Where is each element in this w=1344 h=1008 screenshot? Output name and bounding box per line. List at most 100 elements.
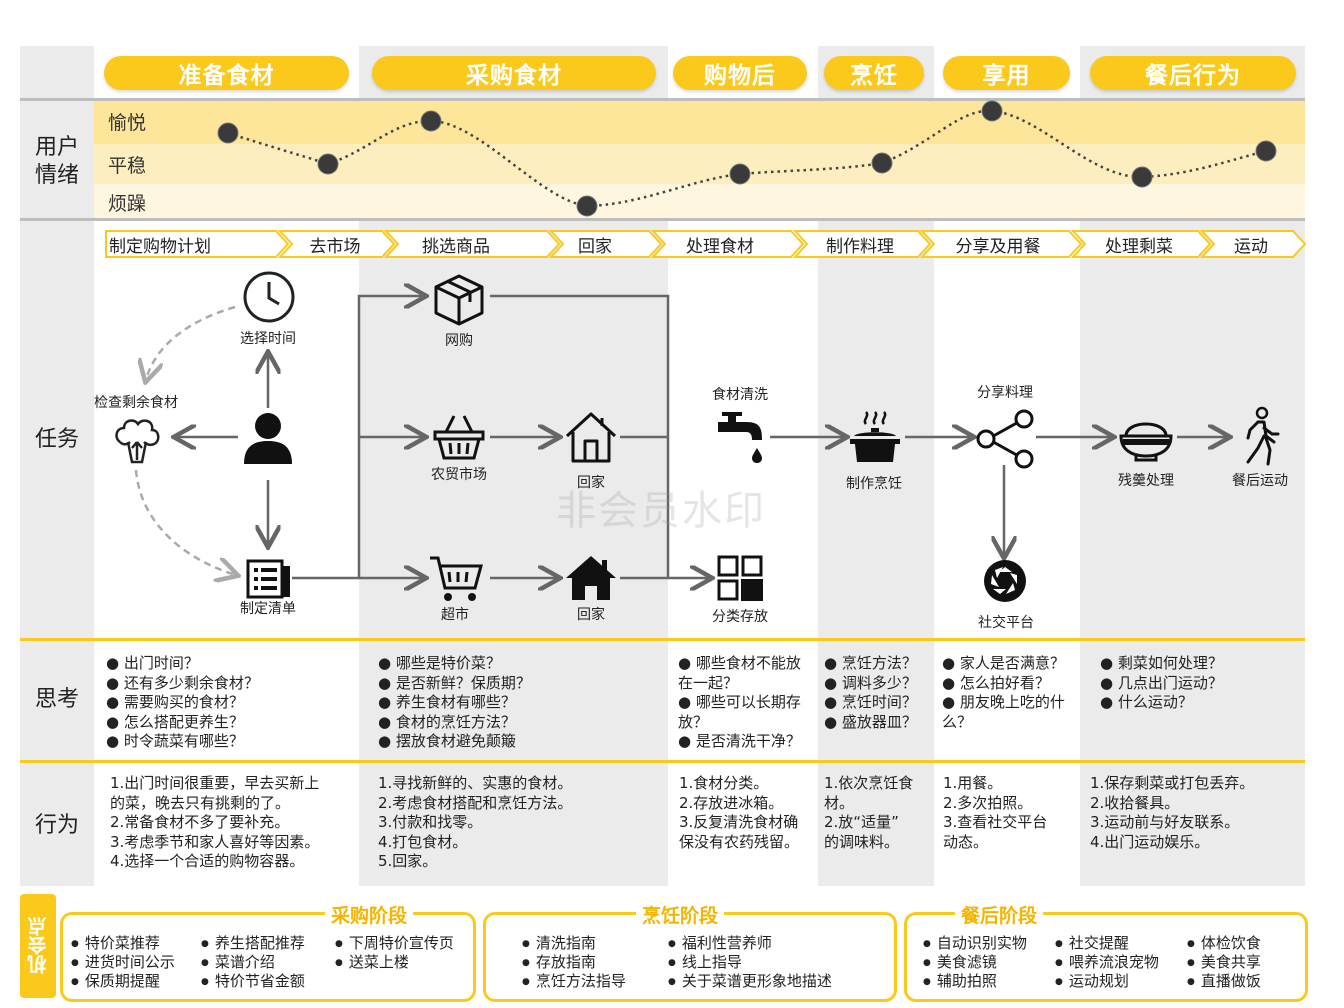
row-label-think: 思考 <box>34 687 79 712</box>
opportunity-item: 清洗指南 <box>522 932 596 953</box>
stage-enjoy: 享用 <box>943 56 1070 90</box>
opportunity-item: 保质期提醒 <box>71 970 160 991</box>
opportunity-item: 美食滤镜 <box>923 951 997 972</box>
label-sort-store: 分类存放 <box>712 609 768 625</box>
think-cooking: ● 烹饪方法？ ● 调料多少？ ● 烹饪时间？ ● 盛放器皿？ <box>824 654 917 731</box>
grid-icon <box>717 555 763 601</box>
emotion-point <box>729 163 751 185</box>
stage-cooking: 烹饪 <box>824 56 924 90</box>
emotion-point <box>576 195 598 217</box>
emotion-band-high <box>94 101 1305 144</box>
opportunity-item: 直播做饭 <box>1187 970 1261 991</box>
rice-bowl-icon <box>1119 422 1173 462</box>
opportunity-label: 机会点 <box>27 917 50 975</box>
opportunity-after-meal: 餐后阶段 自动识别实物 美食滤镜 辅助拍照 社交提醒 喂养流浪宠物 运动规划 体… <box>904 901 1308 1002</box>
share-icon <box>976 409 1034 469</box>
task-label: 挑选商品 <box>422 237 490 257</box>
task-label: 制定购物计划 <box>109 237 211 257</box>
pot-icon <box>850 411 900 462</box>
clock-icon <box>243 271 295 323</box>
opportunity-item: 特价节省金额 <box>201 970 305 991</box>
task-label: 处理食材 <box>686 237 754 257</box>
label-social: 社交平台 <box>978 615 1034 631</box>
label-select-time: 选择时间 <box>240 331 296 347</box>
task-label: 运动 <box>1234 237 1268 257</box>
act-enjoy: 1.用餐。 2.多次拍照。 3.查看社交平台 动态。 <box>943 774 1048 851</box>
opportunity-item: 进货时间公示 <box>71 951 175 972</box>
divider-think <box>20 760 1305 763</box>
think-prepare: ● 出门时间？ ● 还有多少剩余食材？ ● 需要购买的食材？ ● 怎么搭配更养生… <box>106 654 259 750</box>
stage-purchase: 采购食材 <box>372 56 656 90</box>
opportunity-item: 下周特价宣传页 <box>335 932 454 953</box>
think-enjoy: ● 家人是否满意？ ● 怎么拍好看？ ● 朋友晚上吃的什 么？ <box>942 654 1065 731</box>
label-online: 网购 <box>445 333 473 349</box>
emotion-point <box>420 110 442 132</box>
stage-prepare: 准备食材 <box>104 56 349 90</box>
emotion-level-calm: 平稳 <box>108 155 147 177</box>
opportunity-title: 采购阶段 <box>325 901 414 928</box>
opportunity-item: 送菜上楼 <box>335 951 409 972</box>
think-after-meal: ● 剩菜如何处理？ ● 几点出门运动？ ● 什么运动？ <box>1100 654 1223 711</box>
opportunity-item: 菜谱介绍 <box>201 951 275 972</box>
task-flow <box>134 0 1344 640</box>
task-label: 分享及用餐 <box>955 237 1041 257</box>
act-prepare: 1.出门时间很重要，早去买新上 的菜，晚去只有挑剩的了。 2.常备食材不多了要补… <box>110 774 320 870</box>
walking-icon <box>1246 406 1280 466</box>
act-cooking: 1.依次烹饪食 材。 2.放“适量” 的调味料。 <box>824 774 914 851</box>
column-bg-1 <box>20 46 94 886</box>
opportunity-item: 烹饪方法指导 <box>522 970 626 991</box>
opportunity-item: 特价菜推荐 <box>71 932 160 953</box>
opportunity-label-box: 机会点 <box>20 894 56 998</box>
task-arrow-strip <box>105 230 1307 258</box>
label-home1: 回家 <box>577 475 605 491</box>
task-process: 处理食材 <box>665 230 775 257</box>
opportunity-title: 餐后阶段 <box>955 901 1044 928</box>
emotion-level-happy: 愉悦 <box>108 112 147 134</box>
task-label: 去市场 <box>309 237 361 257</box>
task-cook: 制作料理 <box>807 230 913 257</box>
emotion-band-mid <box>94 144 1305 184</box>
label-exercise: 餐后运动 <box>1232 473 1288 489</box>
label-share: 分享料理 <box>977 385 1033 401</box>
label-market: 农贸市场 <box>431 467 487 483</box>
task-select: 挑选商品 <box>398 230 514 257</box>
opportunity-item: 喂养流浪宠物 <box>1055 951 1159 972</box>
act-after-meal: 1.保存剩菜或打包丢弃。 2.收拾餐具。 3.运动前与好友联系。 4.出门运动娱… <box>1090 774 1255 851</box>
emotion-curve <box>217 100 1277 217</box>
opportunity-item: 自动识别实物 <box>923 932 1027 953</box>
divider-task <box>20 638 1305 641</box>
opportunity-item: 存放指南 <box>522 951 596 972</box>
task-go-home: 回家 <box>563 230 627 257</box>
emotion-point <box>317 153 339 175</box>
divider-header <box>20 98 1305 101</box>
emotion-point <box>981 100 1003 122</box>
label-wash: 食材清洗 <box>712 387 768 403</box>
opportunity-item: 辅助拍照 <box>923 970 997 991</box>
act-after-shopping: 1.食材分类。 2.存放进冰箱。 3.反复清洗食材确 保没有农药残留。 <box>679 774 800 851</box>
opportunity-item: 社交提醒 <box>1055 932 1129 953</box>
label-cook: 制作烹饪 <box>846 476 902 492</box>
package-icon <box>434 274 484 326</box>
opportunity-item: 美食共享 <box>1187 951 1261 972</box>
opportunity-cooking: 烹饪阶段 清洗指南 存放指南 烹饪方法指导 福利性营养师 线上指导 关于菜谱更形… <box>483 901 897 1002</box>
task-label: 处理剩菜 <box>1105 237 1173 257</box>
divider-emotion <box>20 218 1305 221</box>
house-solid-icon <box>566 556 616 600</box>
broccoli-icon <box>115 419 160 464</box>
label-check-leftover: 检查剩余食材 <box>94 395 178 411</box>
person-icon <box>244 413 292 464</box>
row-label-task: 任务 <box>34 427 79 452</box>
task-plan: 制定购物计划 <box>106 230 214 257</box>
opportunity-purchase: 采购阶段 特价菜推荐 进货时间公示 保质期提醒 养生搭配推荐 菜谱介绍 特价节省… <box>60 901 476 1002</box>
think-purchase: ● 哪些是特价菜？ ● 是否新鲜？保质期？ ● 养生食材有哪些？ ● 食材的烹饪… <box>378 654 531 750</box>
label-home2: 回家 <box>577 607 605 623</box>
emotion-point <box>1131 166 1153 188</box>
task-go-market: 去市场 <box>292 230 378 257</box>
opportunity-item: 线上指导 <box>668 951 742 972</box>
opportunity-item: 关于菜谱更形象地描述 <box>668 970 832 991</box>
task-leftover: 处理剩菜 <box>1085 230 1193 257</box>
emotion-point <box>1255 140 1277 162</box>
opportunity-item: 运动规划 <box>1055 970 1129 991</box>
think-after-shopping: ● 哪些食材不能放 在一起？ ● 哪些可以长期存 放？ ● 是否清洗干净？ <box>678 654 801 750</box>
row-label-emotion: 用户 情绪 <box>34 135 79 188</box>
